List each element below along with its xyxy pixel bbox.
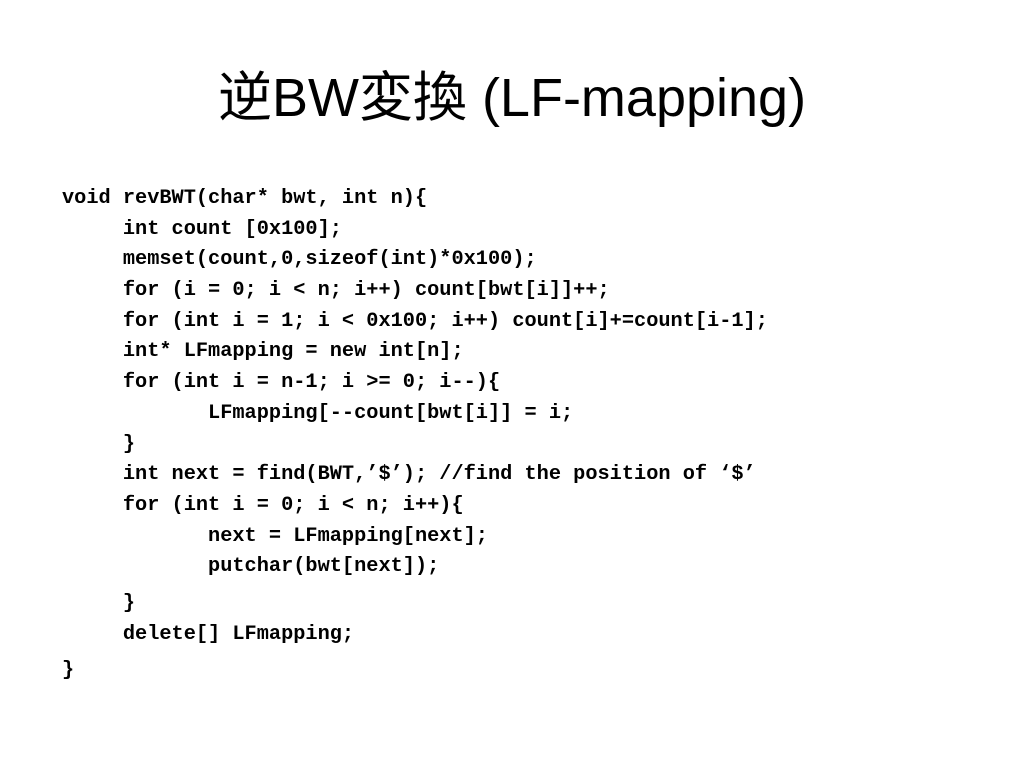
code-line: for (i = 0; i < n; i++) count[bwt[i]]++; [62, 279, 610, 303]
code-line: memset(count,0,sizeof(int)*0x100); [62, 248, 537, 272]
code-line: } [62, 591, 136, 615]
code-line: delete[] LFmapping; [62, 622, 355, 646]
code-line: int* LFmapping = new int[n]; [62, 340, 464, 364]
code-line: } [62, 432, 136, 456]
code-block: void revBWT(char* bwt, int n){ int count… [62, 184, 768, 687]
code-line: for (int i = n-1; i >= 0; i--){ [62, 371, 501, 395]
code-line: next = LFmapping[next]; [62, 524, 488, 548]
code-line: } [62, 659, 75, 683]
code-line: LFmapping[--count[bwt[i]] = i; [62, 401, 574, 425]
slide-title: 逆BW変換 (LF-mapping) [217, 68, 807, 128]
code-line: int count [0x100]; [62, 217, 342, 241]
code-line: for (int i = 1; i < 0x100; i++) count[i]… [62, 309, 768, 333]
code-line: int next = find(BWT,’$’); //find the pos… [62, 463, 756, 487]
code-line: putchar(bwt[next]); [62, 555, 440, 579]
code-line: for (int i = 0; i < n; i++){ [62, 493, 464, 517]
code-line: void revBWT(char* bwt, int n){ [62, 187, 428, 210]
